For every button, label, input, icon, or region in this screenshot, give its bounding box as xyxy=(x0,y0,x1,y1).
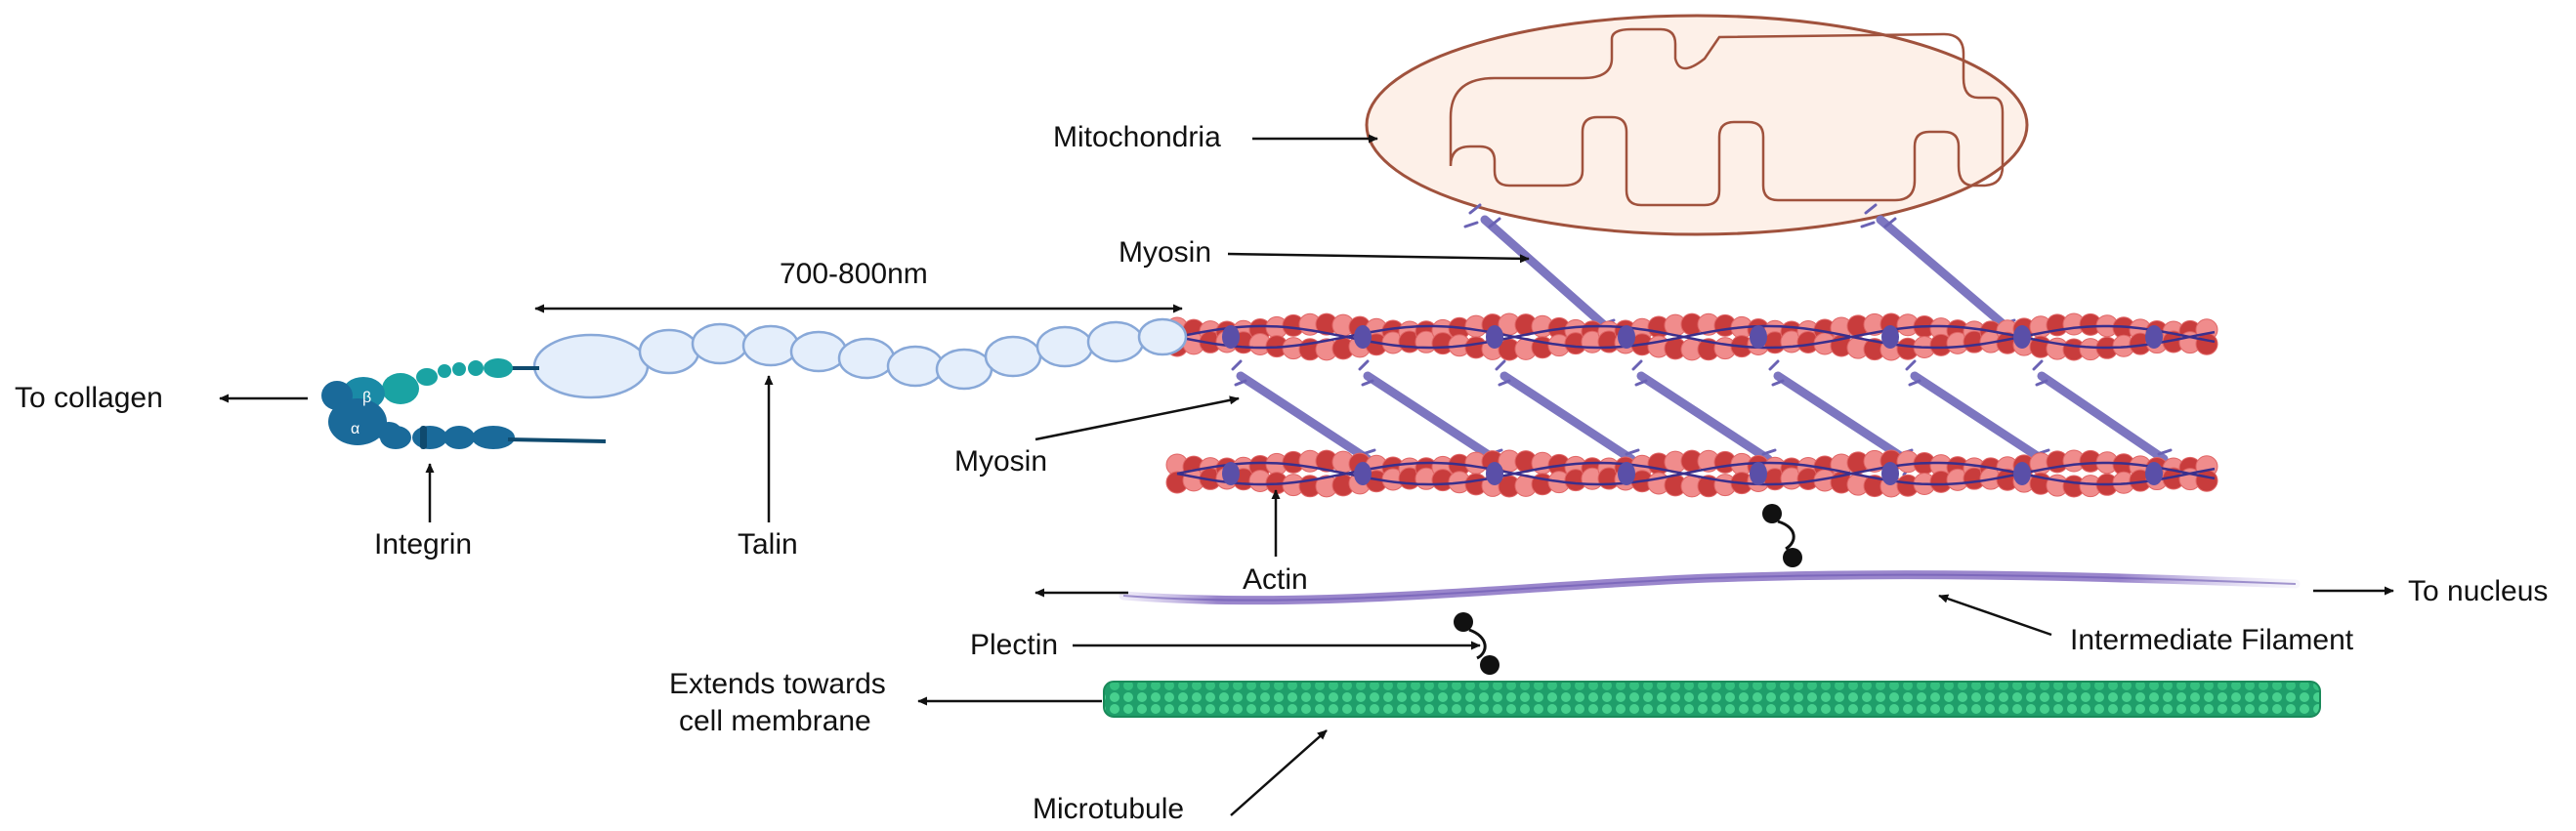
alpha-subunit-label: α xyxy=(351,421,359,437)
actin-filament-upper xyxy=(1165,312,2218,361)
pointer-arrows xyxy=(219,134,2394,816)
labels: Mitochondria Myosin 700-800nm Myosin To … xyxy=(15,121,2548,825)
myosin-middle-label: Myosin xyxy=(954,445,1047,478)
mitochondria-label: Mitochondria xyxy=(1053,121,1221,153)
myosin-middle-row xyxy=(1236,371,2169,464)
myosin-top-row xyxy=(1480,215,2017,337)
plectin-upper xyxy=(1762,504,1802,567)
mitochondria-outer-membrane xyxy=(1365,14,2029,236)
to-nucleus-label: To nucleus xyxy=(2408,575,2548,607)
actin-label: Actin xyxy=(1243,563,1308,596)
talin xyxy=(532,317,1188,399)
integrin-label: Integrin xyxy=(374,528,472,561)
plectin-label: Plectin xyxy=(970,629,1058,661)
dimension-label: 700-800nm xyxy=(780,258,928,290)
microtubule-label: Microtubule xyxy=(1033,793,1184,825)
to-collagen-label: To collagen xyxy=(15,382,163,414)
actin-filament-lower xyxy=(1165,449,2218,498)
beta-subunit-label: β xyxy=(362,390,371,406)
intermediate-filament-label: Intermediate Filament xyxy=(2070,624,2354,656)
microtubule xyxy=(1103,681,2321,718)
cell-membrane-label: cell membrane xyxy=(679,705,871,737)
plectin-lower xyxy=(1454,612,1499,675)
intermediate-filament xyxy=(1119,570,2301,605)
mitochondria xyxy=(1365,14,2029,236)
mitochondria-cristae xyxy=(1449,27,2005,207)
talin-label: Talin xyxy=(738,528,798,561)
myosin-top-label: Myosin xyxy=(1119,236,1211,269)
integrin: β α xyxy=(321,358,607,449)
extends-towards-label: Extends towards xyxy=(669,668,886,700)
